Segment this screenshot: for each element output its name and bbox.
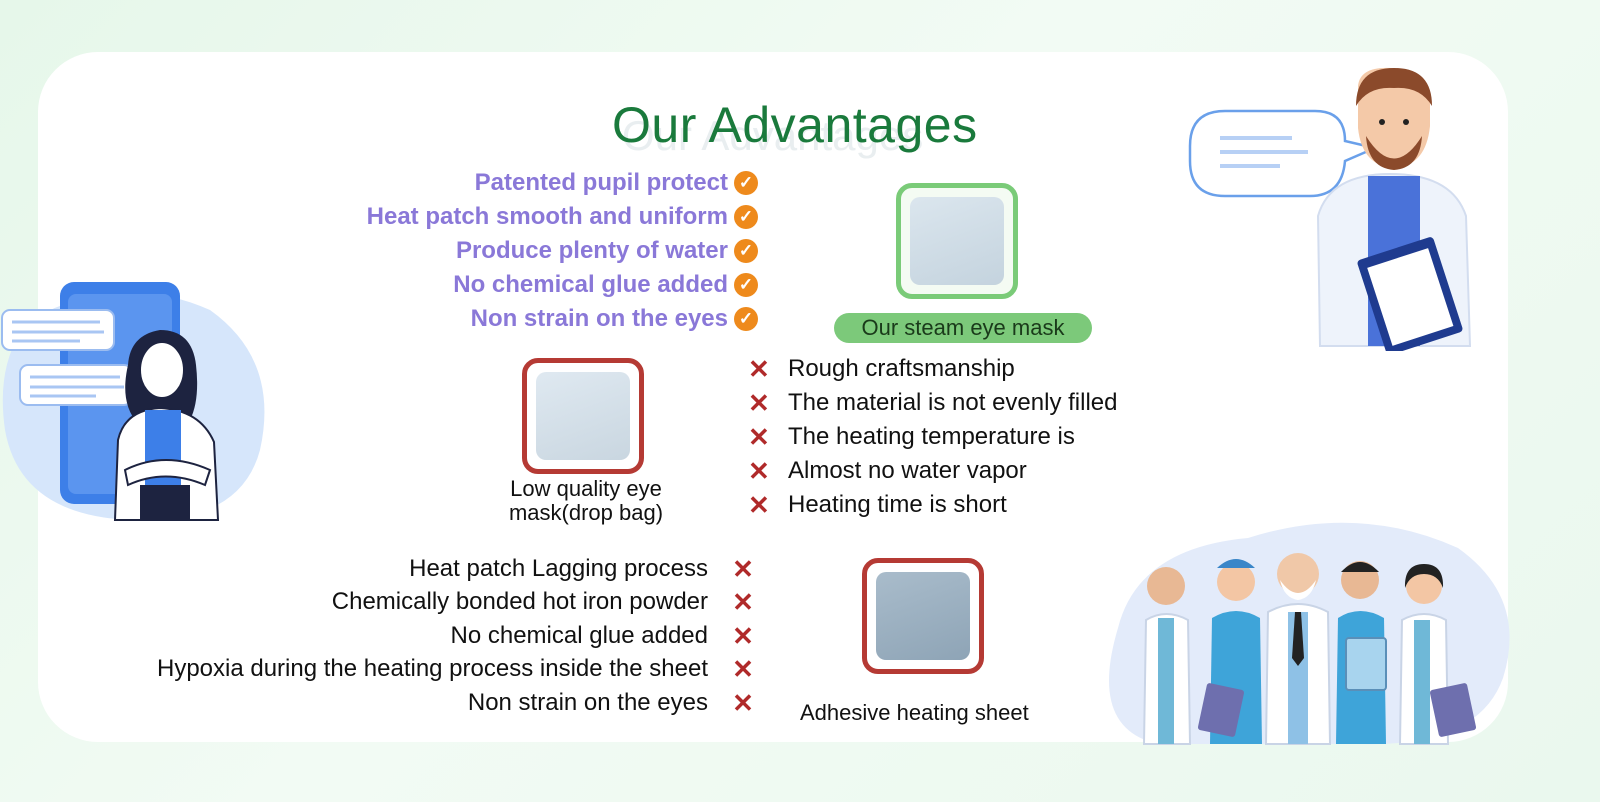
drawback-item: ✕The heating temperature is — [748, 422, 1075, 452]
low-quality-caption: Low quality eye mask(drop bag) — [508, 476, 664, 525]
drawback-item: Hypoxia during the heating process insid… — [157, 653, 758, 687]
check-circle-icon: ✓ — [734, 307, 758, 331]
adhesive-drawbacks: Heat patch Lagging process✕ Chemically b… — [157, 552, 758, 720]
cross-icon: ✕ — [732, 553, 754, 584]
drawback-item: ✕The material is not evenly filled — [748, 388, 1118, 418]
steam-eye-mask-image — [896, 183, 1018, 299]
cross-icon: ✕ — [748, 388, 770, 418]
advantage-item: No chemical glue added✓ — [367, 268, 758, 302]
drawback-item: No chemical glue added✕ — [157, 619, 758, 653]
cross-icon: ✕ — [732, 587, 754, 618]
cross-icon: ✕ — [748, 456, 770, 486]
cross-icon: ✕ — [732, 620, 754, 651]
drawback-item: Chemically bonded hot iron powder✕ — [157, 586, 758, 620]
adhesive-caption: Adhesive heating sheet — [800, 700, 1029, 725]
low-quality-mask-image — [522, 358, 644, 474]
drawback-item: ✕Rough craftsmanship — [748, 354, 1015, 384]
low-quality-drawbacks: ✕Rough craftsmanship ✕The material is no… — [748, 352, 1117, 522]
check-circle-icon: ✓ — [734, 273, 758, 297]
advantages-list: Patented pupil protect✓ Heat patch smoot… — [367, 166, 758, 336]
advantage-item: Patented pupil protect✓ — [367, 166, 758, 200]
cross-icon: ✕ — [732, 654, 754, 685]
drawback-item: Non strain on the eyes✕ — [157, 686, 758, 720]
adhesive-sheet-image — [862, 558, 984, 674]
check-circle-icon: ✓ — [734, 171, 758, 195]
advantage-item: Non strain on the eyes✓ — [367, 302, 758, 336]
drawback-item: ✕Almost no water vapor — [748, 456, 1027, 486]
title-reflection: Our Advantages — [622, 112, 924, 159]
cross-icon: ✕ — [748, 354, 770, 384]
advantage-item: Heat patch smooth and uniform✓ — [367, 200, 758, 234]
drawback-item: Heat patch Lagging process✕ — [157, 552, 758, 586]
advantage-item: Produce plenty of water✓ — [367, 234, 758, 268]
page-title: Our Advantages — [612, 97, 978, 153]
medical-team-illustration — [1109, 522, 1510, 745]
drawback-item: ✕Heating time is short — [748, 490, 1007, 520]
male-doctor-illustration — [1188, 67, 1472, 351]
cross-icon: ✕ — [748, 490, 770, 520]
cross-icon: ✕ — [748, 422, 770, 452]
woman-doctor-illustration — [1, 282, 265, 521]
check-circle-icon: ✓ — [734, 205, 758, 229]
cross-icon: ✕ — [732, 687, 754, 718]
our-mask-label: Our steam eye mask — [834, 313, 1092, 343]
check-circle-icon: ✓ — [734, 239, 758, 263]
